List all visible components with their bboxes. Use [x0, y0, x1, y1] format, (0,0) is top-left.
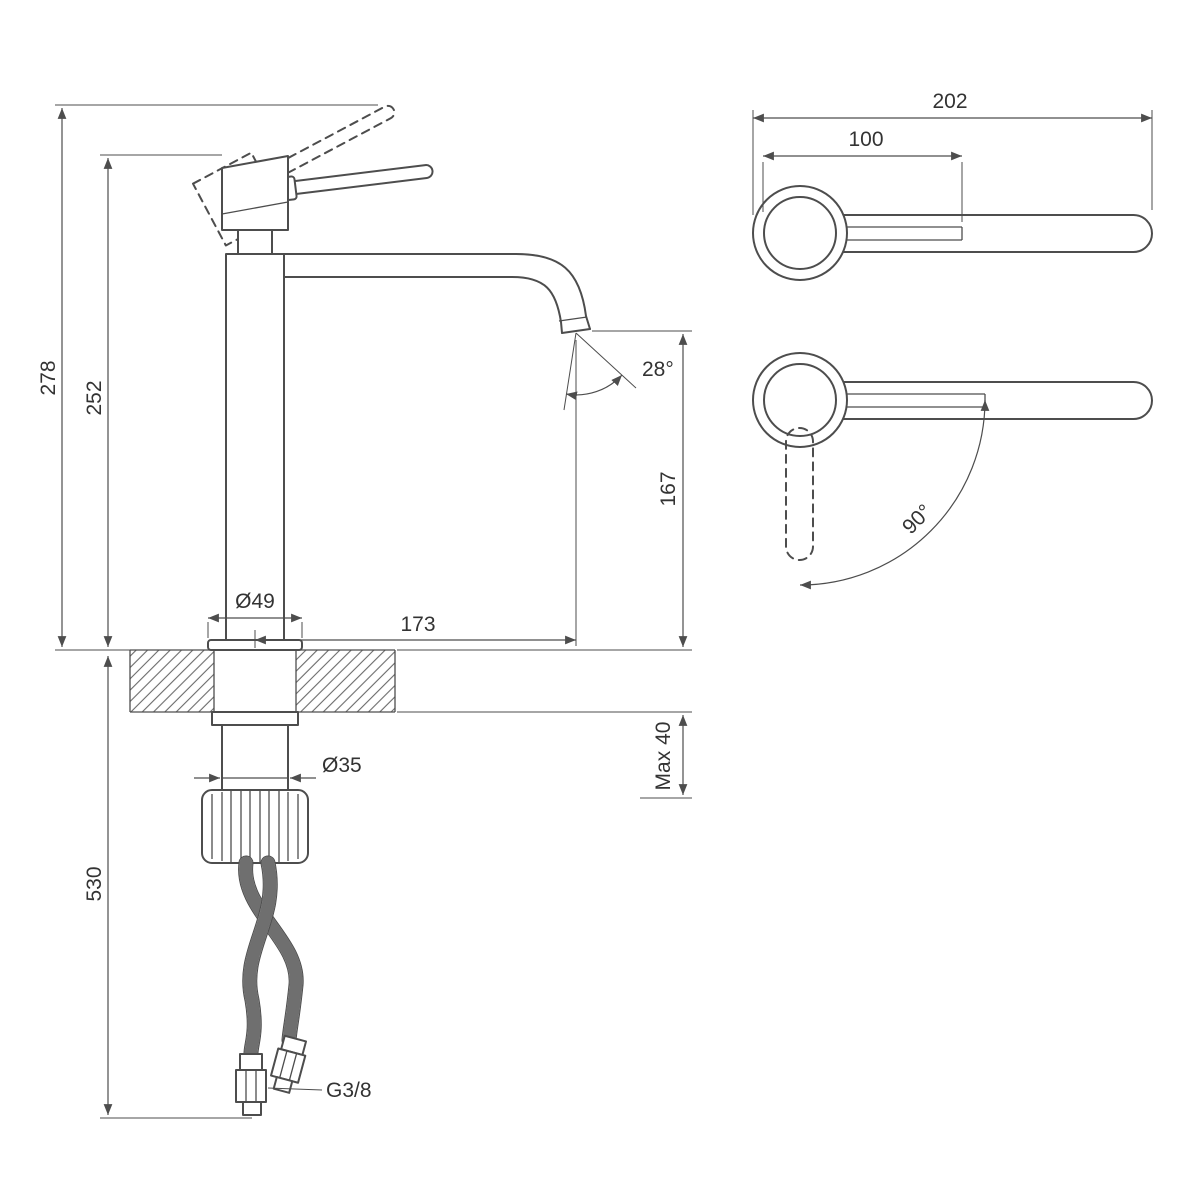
hose-connector-right [270, 1034, 308, 1094]
mixer-head [221, 155, 289, 257]
dim-connection-thread: G3/8 [326, 1079, 372, 1102]
supply-hose-right [238, 855, 308, 1094]
dim-handle-swing-label: 90° [898, 500, 937, 539]
handle-bar [799, 214, 1153, 253]
supply-hose-left [235, 855, 278, 1116]
dim-spout-angle: 28° [642, 358, 674, 381]
hose-connector-left [235, 1053, 267, 1116]
dim-outlet-height-label: 167 [657, 471, 680, 506]
dim-max-deck-thickness: Max 40 [397, 711, 692, 799]
dim-shank-diameter-label: Ø35 [322, 754, 362, 777]
handle-bar-2 [799, 381, 1153, 420]
mounting-nut [201, 789, 309, 864]
dim-278-total-height: 278 [37, 104, 378, 651]
dim-outlet-height: 167 [397, 330, 692, 651]
spout [283, 253, 591, 334]
handle-hub-inner [763, 196, 837, 270]
dim-lever-length-label: 100 [848, 128, 883, 151]
dim-spout-top-height: 252 [83, 380, 106, 415]
supply-hoses [235, 855, 308, 1116]
top-view-lower: 90° [752, 352, 1153, 590]
dim-spout-reach: 173 [254, 340, 577, 648]
dim-max-deck-thickness-label: Max 40 [652, 722, 675, 791]
dim-below-deck-length: 530 [83, 866, 106, 901]
washer [211, 711, 299, 726]
dim-overall-length: 202 [752, 90, 1153, 215]
top-view-upper: 202 100 [752, 90, 1153, 281]
side-view: 28° [37, 104, 692, 1119]
dim-lever-length: 100 [762, 128, 963, 222]
countertop [129, 649, 396, 713]
handle-hub-outer-2 [752, 352, 848, 448]
dim-overall-length-label: 202 [932, 90, 967, 113]
handle-hub-outer [752, 185, 848, 281]
threaded-shank [221, 724, 289, 791]
dim-252-body-height: 252 [83, 154, 222, 647]
dim-spout-reach-label: 173 [400, 613, 435, 636]
dim-530-below-deck: 530 [83, 656, 252, 1119]
thread-callout: G3/8 [267, 1079, 372, 1102]
lever-rod [846, 226, 963, 241]
dim-shank-diameter: Ø35 [194, 754, 362, 783]
dim-total-height: 278 [37, 360, 60, 395]
spout-angle-annotation: 28° [563, 332, 674, 411]
dim-base-diameter: Ø49 [207, 590, 303, 638]
dim-base-diameter-label: Ø49 [235, 590, 275, 613]
